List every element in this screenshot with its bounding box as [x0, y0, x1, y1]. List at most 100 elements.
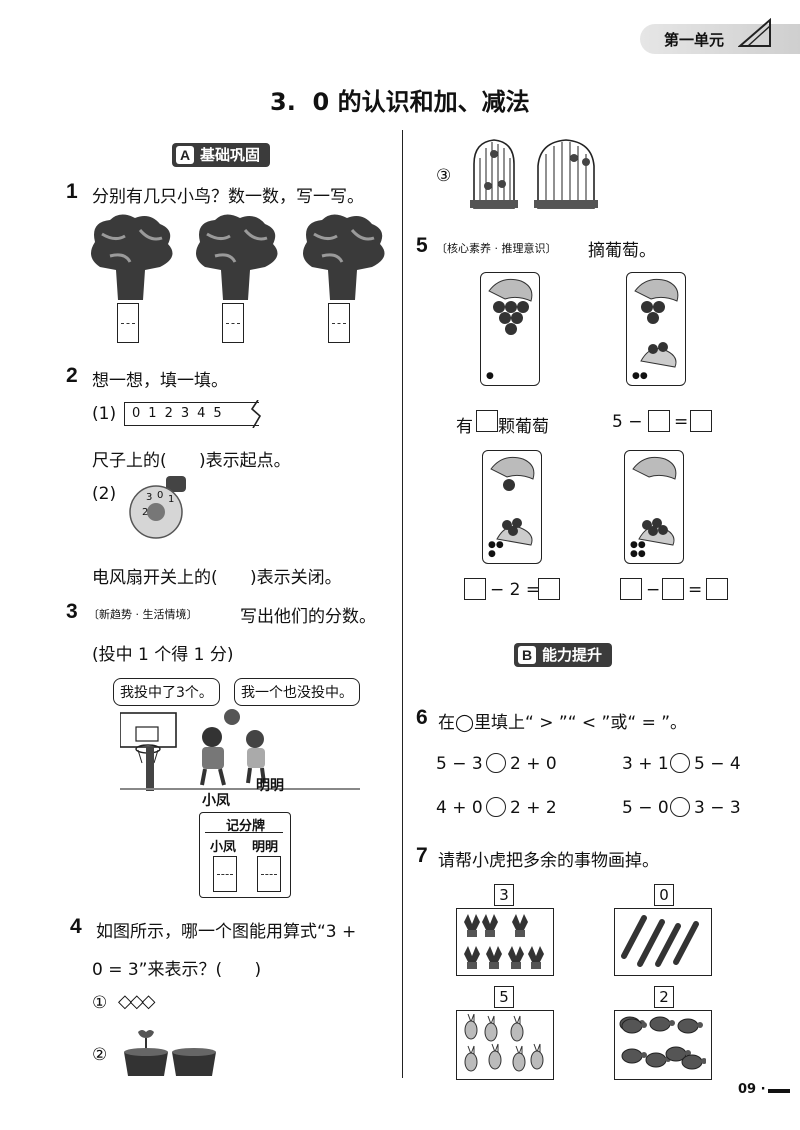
q6-item1-circle[interactable] — [486, 753, 506, 773]
grape-hand-image — [634, 278, 679, 368]
q5-eq1-box-b[interactable] — [690, 410, 712, 432]
basketball-scene-image — [120, 709, 360, 791]
section-a-label: 基础巩固 — [200, 146, 261, 164]
q6-item3-circle[interactable] — [486, 797, 506, 817]
crayons-image — [621, 915, 699, 967]
flower-pots-image — [124, 1030, 216, 1076]
scoreboard-col-mingming: 明明 — [252, 840, 279, 855]
q7-label-0: 0 — [654, 884, 674, 906]
q1-answer-box-1[interactable] — [117, 303, 139, 343]
q6-item2-circle[interactable] — [670, 753, 690, 773]
q5-tag: 〔核心素养 · 推理意识〕 — [436, 242, 557, 255]
q5-eq3-box-b[interactable] — [662, 578, 684, 600]
q7-label-2: 2 — [654, 986, 674, 1008]
q5-grapes-label: 颗葡萄 — [498, 417, 549, 437]
ruler-tick: 2 — [164, 406, 173, 421]
grape-hand-image — [490, 456, 535, 546]
q7-text: 请帮小虎把多余的事物画掉。 — [438, 851, 659, 871]
q6-item4-circle[interactable] — [670, 797, 690, 817]
q5-have-label: 有 — [456, 417, 473, 437]
q3-number: 3 — [66, 600, 78, 623]
knob-digit: 3 — [146, 492, 153, 503]
q5-eq2-box-a[interactable] — [464, 578, 486, 600]
q5-eq2-minus2: − 2 = — [490, 580, 541, 600]
scoreboard-col-xiaofeng: 小凤 — [210, 840, 237, 855]
page-number: 09 · — [738, 1082, 766, 1097]
q1-text: 分别有几只小鸟？数一数，写一写。 — [92, 187, 364, 207]
name-xiaofeng: 小凤 — [202, 793, 230, 809]
q4-text-line1: 如图所示，哪一个图能用算式“3 + — [96, 922, 357, 942]
ruler-triangle-icon — [738, 18, 771, 47]
q2-line1: 尺子上的( )表示起点。 — [92, 451, 291, 471]
q1-answer-box-2[interactable] — [222, 303, 244, 343]
page-title: 3. 0 的认识和加、减法 — [270, 88, 530, 116]
name-mingming: 明明 — [256, 778, 284, 794]
ruler-ticks: 0 1 2 3 4 5 — [132, 406, 222, 421]
score-box-mingming[interactable] — [257, 856, 281, 892]
q6-item1-left: 5 − 3 — [436, 754, 483, 774]
card-dots: ●●● — [488, 540, 504, 559]
grape-hand-image — [632, 456, 677, 546]
q4-option1-label: ① — [92, 993, 108, 1013]
ruler-break-icon — [250, 400, 262, 428]
q5-eq1-lead: 5 − — [612, 412, 643, 432]
grape-cluster-image — [488, 278, 533, 335]
q6-item4-left: 5 − 0 — [622, 798, 669, 818]
grape-card-2: ●● — [626, 272, 686, 386]
section-b-label: 能力提升 — [542, 646, 603, 664]
q3-tag: 〔新趋势 · 生活情境〕 — [88, 608, 198, 621]
q5-eq3-box-c[interactable] — [706, 578, 728, 600]
grape-card-4: ●●●● — [624, 450, 684, 564]
knob-digit: 2 — [142, 507, 149, 518]
q5-text: 摘葡萄。 — [588, 241, 656, 261]
q3-text: 写出他们的分数。 — [240, 607, 376, 627]
scoreboard-divider — [205, 832, 283, 833]
turtles-image — [619, 1016, 706, 1070]
q7-box-plants — [456, 908, 554, 976]
q6-item3-right: 2 + 2 — [510, 798, 557, 818]
q2-number: 2 — [66, 364, 78, 387]
q5-count-box[interactable] — [476, 410, 498, 432]
q2-part1-label: (1) — [92, 404, 117, 424]
ruler-tick: 4 — [197, 406, 206, 421]
ruler-tick: 1 — [148, 406, 157, 421]
tree-birds-image — [91, 212, 386, 302]
fan-knob-image — [129, 476, 186, 539]
q4-option1-kites: ◇◇◇ — [118, 991, 156, 1012]
q7-number: 7 — [416, 844, 428, 867]
q5-eq3-box-a[interactable] — [620, 578, 642, 600]
q5-eq2-box-b[interactable] — [538, 578, 560, 600]
q6-item2-left: 3 + 1 — [622, 754, 669, 774]
q6-number: 6 — [416, 706, 428, 729]
q5-eq3-minus: − — [646, 580, 661, 600]
ruler-tick: 5 — [213, 406, 222, 421]
q5-number: 5 — [416, 234, 428, 257]
knob-digit: 1 — [168, 494, 175, 505]
knob-digit: 0 — [157, 490, 164, 501]
speech-bubble-2: 我一个也没投中。 — [234, 678, 360, 706]
footer-bar — [768, 1089, 790, 1093]
card-dots: ●●●● — [630, 540, 646, 559]
q4-option3-label: ③ — [436, 166, 452, 186]
q4-text-line2: 0 = 3”来表示？( ) — [92, 960, 262, 980]
q5-eq3-equals: = — [688, 580, 703, 600]
section-b-tag: B 能力提升 — [514, 643, 613, 667]
score-box-xiaofeng[interactable] — [213, 856, 237, 892]
q5-eq1-box-a[interactable] — [648, 410, 670, 432]
q6-item2-right: 5 − 4 — [694, 754, 741, 774]
grape-card-3: ●●● — [482, 450, 542, 564]
q6-item1-right: 2 + 0 — [510, 754, 557, 774]
column-divider — [402, 130, 403, 1078]
scoreboard-title: 记分牌 — [226, 819, 266, 834]
q4-option2-label: ② — [92, 1045, 108, 1065]
section-a-tag: A 基础巩固 — [172, 143, 271, 167]
q2-text: 想一想，填一填。 — [92, 371, 228, 391]
potted-plants-image — [464, 914, 544, 969]
q7-label-5: 5 — [494, 986, 514, 1008]
unit-header — [640, 24, 800, 54]
ruler-tick: 3 — [180, 406, 190, 421]
grape-card-1: ● — [480, 272, 540, 386]
ruler-tick: 0 — [132, 406, 141, 421]
q1-answer-box-3[interactable] — [328, 303, 350, 343]
q6-item4-right: 3 − 3 — [694, 798, 741, 818]
